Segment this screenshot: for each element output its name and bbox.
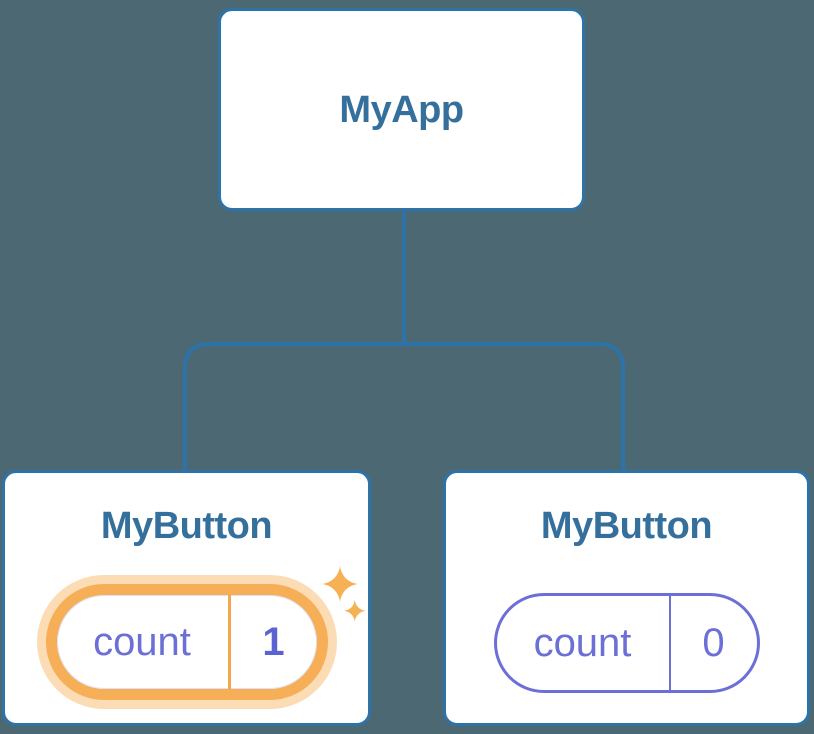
state-divider (227, 595, 231, 689)
component-label: MyApp (339, 88, 464, 131)
state-divider (668, 596, 671, 690)
state-pill: count 0 (493, 593, 760, 693)
component-node-myapp: MyApp (218, 8, 585, 211)
component-node-mybutton-2: MyButton count 0 (443, 470, 810, 726)
state-value: 0 (702, 620, 725, 665)
state-pill-highlighted: count 1 (45, 584, 328, 700)
component-node-mybutton-1: MyButton count 1 (2, 470, 371, 726)
sparkles-icon (322, 566, 366, 622)
component-label: MyButton (100, 505, 273, 547)
component-label: MyButton (540, 505, 713, 547)
state-value: 1 (262, 619, 285, 664)
state-name: count (93, 619, 191, 664)
state-name: count (533, 620, 632, 665)
